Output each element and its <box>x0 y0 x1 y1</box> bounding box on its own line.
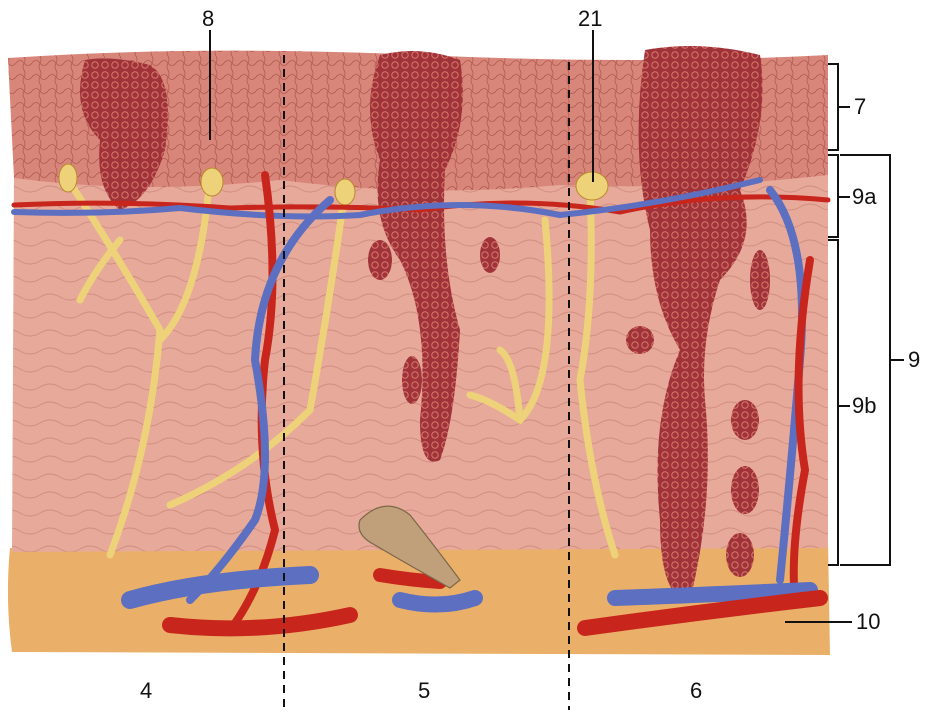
label-hypodermis: 10 <box>856 611 880 633</box>
label-reticular-dermis: 9b <box>852 395 876 417</box>
label-top-right: 21 <box>578 8 602 30</box>
label-dermis: 9 <box>908 349 920 371</box>
label-section-right: 6 <box>690 680 702 702</box>
label-epidermis: 7 <box>854 96 866 118</box>
label-section-middle: 5 <box>418 680 430 702</box>
label-papillary-dermis: 9a <box>852 186 876 208</box>
label-top-left: 8 <box>202 8 214 30</box>
label-section-left: 4 <box>140 680 152 702</box>
